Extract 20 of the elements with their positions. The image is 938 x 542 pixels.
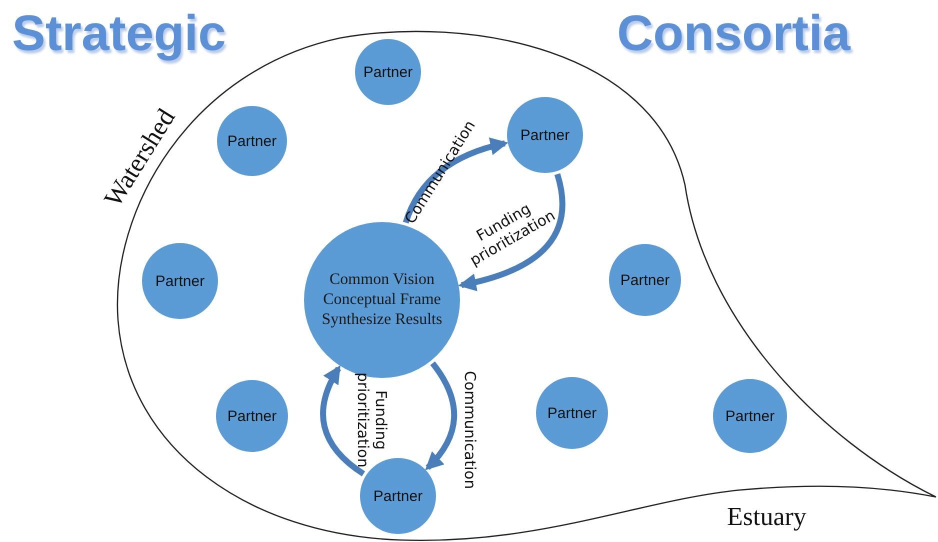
node-text: Partner: [520, 126, 570, 144]
node-text: Partner: [227, 408, 277, 424]
curved-arrow: [402, 138, 508, 224]
edge-label: Communication: [461, 370, 479, 492]
node-text: Partner: [373, 488, 423, 504]
node-text: Synthesize Results: [322, 310, 442, 330]
curved-arrow: [425, 361, 458, 470]
node-text: Partner: [620, 272, 670, 288]
curved-arrow: [458, 173, 566, 291]
title-word: Consortia: [617, 4, 850, 62]
node-text: Partner: [155, 272, 205, 290]
title-word: Strategic: [12, 4, 226, 62]
node-text: Partner: [363, 64, 413, 80]
node-text: Partner: [227, 132, 277, 150]
region-label: Estuary: [727, 502, 806, 532]
node-text: Partner: [547, 404, 597, 422]
edge-label: Funding prioritization: [354, 371, 390, 470]
node-text: Partner: [725, 408, 775, 424]
node-text: Common Vision: [330, 270, 434, 290]
node-text: Conceptual Frame: [323, 290, 441, 310]
